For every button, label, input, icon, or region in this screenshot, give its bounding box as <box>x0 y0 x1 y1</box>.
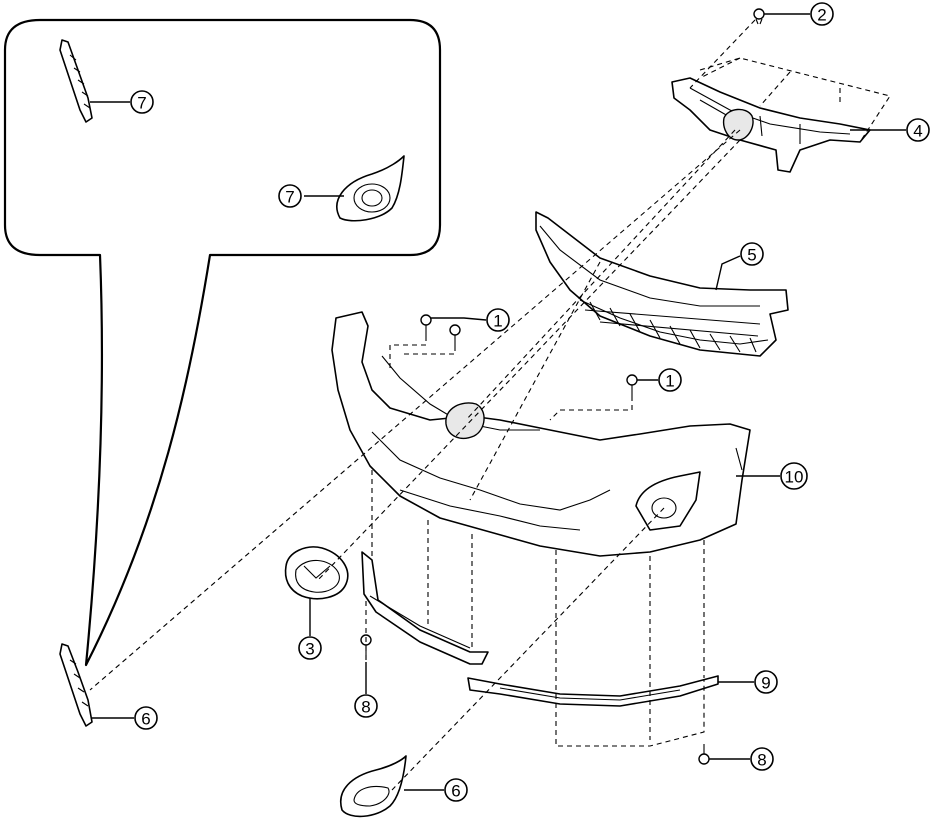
callout-label: 6 <box>451 782 460 801</box>
callout-label: 1 <box>493 312 502 331</box>
callout-c3: 3 <box>298 636 322 660</box>
callout-label: 9 <box>761 674 770 693</box>
callout-label: 8 <box>757 751 766 770</box>
leader-lines <box>90 13 906 791</box>
callout-label: 2 <box>817 6 826 25</box>
part-3-emblem <box>284 546 349 600</box>
part-7-fog-bezel <box>336 155 405 222</box>
callout-c2: 2 <box>810 2 834 26</box>
callout-c7b: 7 <box>278 184 302 208</box>
callout-label: 5 <box>747 246 756 265</box>
callout-c1b: 1 <box>658 368 682 392</box>
callout-label: 8 <box>361 698 370 717</box>
callout-c6b: 6 <box>444 778 468 802</box>
callout-c6a: 6 <box>134 706 158 730</box>
callout-label: 3 <box>305 640 314 659</box>
part-1-screws <box>420 314 638 396</box>
part-9-lower-strip <box>467 675 719 707</box>
part-4-bracket <box>671 77 871 173</box>
callout-c8b: 8 <box>750 747 774 771</box>
part-6-fog-bezel <box>339 755 407 818</box>
callout-c10: 10 <box>780 462 808 490</box>
callout-label: 10 <box>785 468 804 487</box>
part-7-side-trim <box>59 39 93 123</box>
part-6-side-trim <box>59 643 93 727</box>
callout-c9: 9 <box>754 670 778 694</box>
callout-c5: 5 <box>740 242 764 266</box>
part-10-bumper <box>331 311 751 557</box>
callout-label: 7 <box>285 188 294 207</box>
part-5-grille <box>535 211 789 357</box>
detail-balloon <box>3 18 442 667</box>
callout-label: 4 <box>913 122 922 141</box>
callout-label: 6 <box>141 710 150 729</box>
assembly-dash-lines <box>89 19 891 791</box>
callout-c4: 4 <box>906 118 930 142</box>
callout-label: 7 <box>137 94 146 113</box>
part-2-clip <box>753 8 765 25</box>
callout-label: 1 <box>665 372 674 391</box>
callout-c1a: 1 <box>486 308 510 332</box>
callout-c7a: 7 <box>130 90 154 114</box>
callout-c8a: 8 <box>354 694 378 718</box>
part-lower-left-strip <box>361 551 489 665</box>
